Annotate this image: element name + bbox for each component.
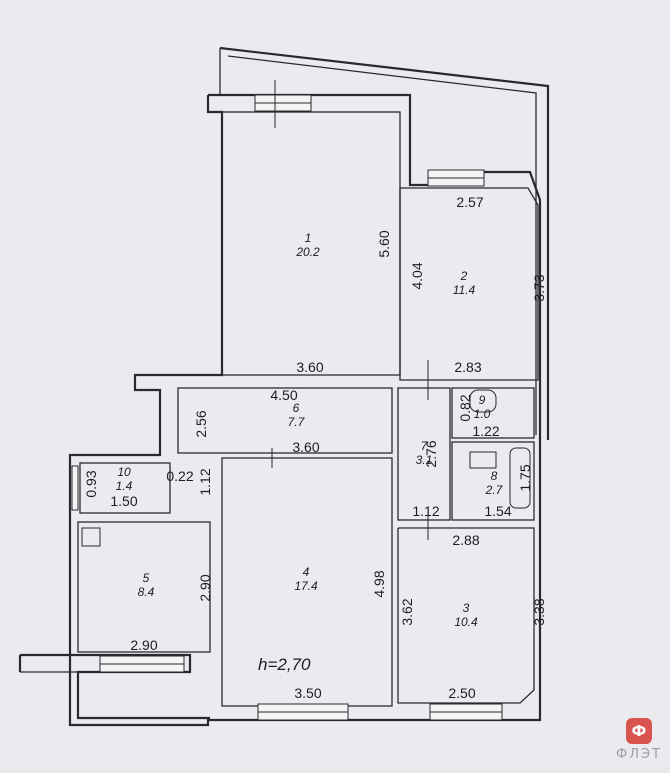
room-8-number: 8 — [491, 469, 498, 483]
dim-3-73: 3.73 — [531, 274, 547, 301]
dim-3-60-top: 3.60 — [296, 359, 323, 375]
room-10-number: 10 — [117, 465, 131, 479]
dim-0-93: 0.93 — [83, 470, 99, 497]
room-4-number: 4 — [303, 565, 310, 579]
dim-4-50: 4.50 — [270, 387, 297, 403]
room-8-outline — [451, 441, 535, 521]
dim-1-50: 1.50 — [110, 493, 137, 509]
room-6-area: 7.7 — [288, 415, 306, 429]
room-5-number: 5 — [143, 571, 150, 585]
dim-2-90-vert: 2.90 — [197, 574, 213, 601]
dim-4-04: 4.04 — [409, 262, 425, 289]
flat-logo-icon: Ф — [626, 718, 652, 744]
room-4-area: 17.4 — [294, 579, 318, 593]
room-9-outline — [451, 387, 535, 439]
dim-3-60-mid: 3.60 — [292, 439, 319, 455]
room-7-outline — [397, 387, 451, 521]
room-3-outline — [397, 527, 535, 704]
dim-3-38: 3.38 — [531, 598, 547, 625]
dim-3-62: 3.62 — [399, 598, 415, 625]
room-5-area: 8.4 — [138, 585, 155, 599]
room-2-outline — [399, 187, 539, 381]
room-2-area: 11.4 — [453, 283, 476, 297]
room-7-area: 3.1 — [416, 453, 433, 467]
room-1-number: 1 — [305, 231, 312, 245]
ceiling-height-label: h=2,70 — [258, 655, 311, 674]
room-5-outline — [77, 521, 211, 653]
dim-2-76: 2.76 — [423, 440, 439, 467]
toilet-icon — [469, 389, 497, 413]
dim-0-22: 0.22 — [166, 468, 193, 484]
dim-1-12-mid: 1.12 — [412, 503, 439, 519]
dim-2-50: 2.50 — [448, 685, 475, 701]
dim-2-88: 2.88 — [452, 532, 479, 548]
room-9-number: 9 — [479, 393, 486, 407]
bathtub-icon — [509, 447, 531, 509]
room-9-area: 1.0 — [474, 407, 491, 421]
balcony-top-inner — [227, 55, 537, 435]
room-3-number: 3 — [463, 601, 470, 615]
room-10-area: 1.4 — [116, 479, 133, 493]
window-room-10 — [71, 465, 79, 511]
dim-2-56: 2.56 — [193, 410, 209, 437]
dim-4-98: 4.98 — [371, 570, 387, 597]
dim-3-50: 3.50 — [294, 685, 321, 701]
room-2-number: 2 — [460, 269, 468, 283]
dim-0-82: 0.82 — [457, 394, 473, 421]
room-8-area: 2.7 — [485, 483, 504, 497]
dim-2-90-horiz: 2.90 — [130, 637, 157, 653]
room-7-number: 7 — [421, 439, 429, 453]
room-1-area: 20.2 — [295, 245, 320, 259]
balcony-top-outline — [219, 46, 550, 440]
dim-1-75: 1.75 — [517, 464, 533, 491]
dim-2-57: 2.57 — [456, 194, 483, 210]
room-6-outline — [177, 387, 393, 454]
dim-1-54: 1.54 — [484, 503, 511, 519]
dim-1-12-left: 1.12 — [197, 468, 213, 495]
watermark-text: ФЛЭТ — [616, 747, 662, 762]
room-3-area: 10.4 — [454, 615, 478, 629]
watermark: Ф ФЛЭТ — [616, 718, 662, 762]
stove-icon — [81, 527, 101, 547]
room-10-outline — [79, 462, 171, 514]
room-6-number: 6 — [293, 401, 300, 415]
sink-icon — [469, 451, 497, 469]
dim-1-22: 1.22 — [472, 423, 499, 439]
dim-5-60: 5.60 — [376, 230, 392, 257]
dim-2-83: 2.83 — [454, 359, 481, 375]
